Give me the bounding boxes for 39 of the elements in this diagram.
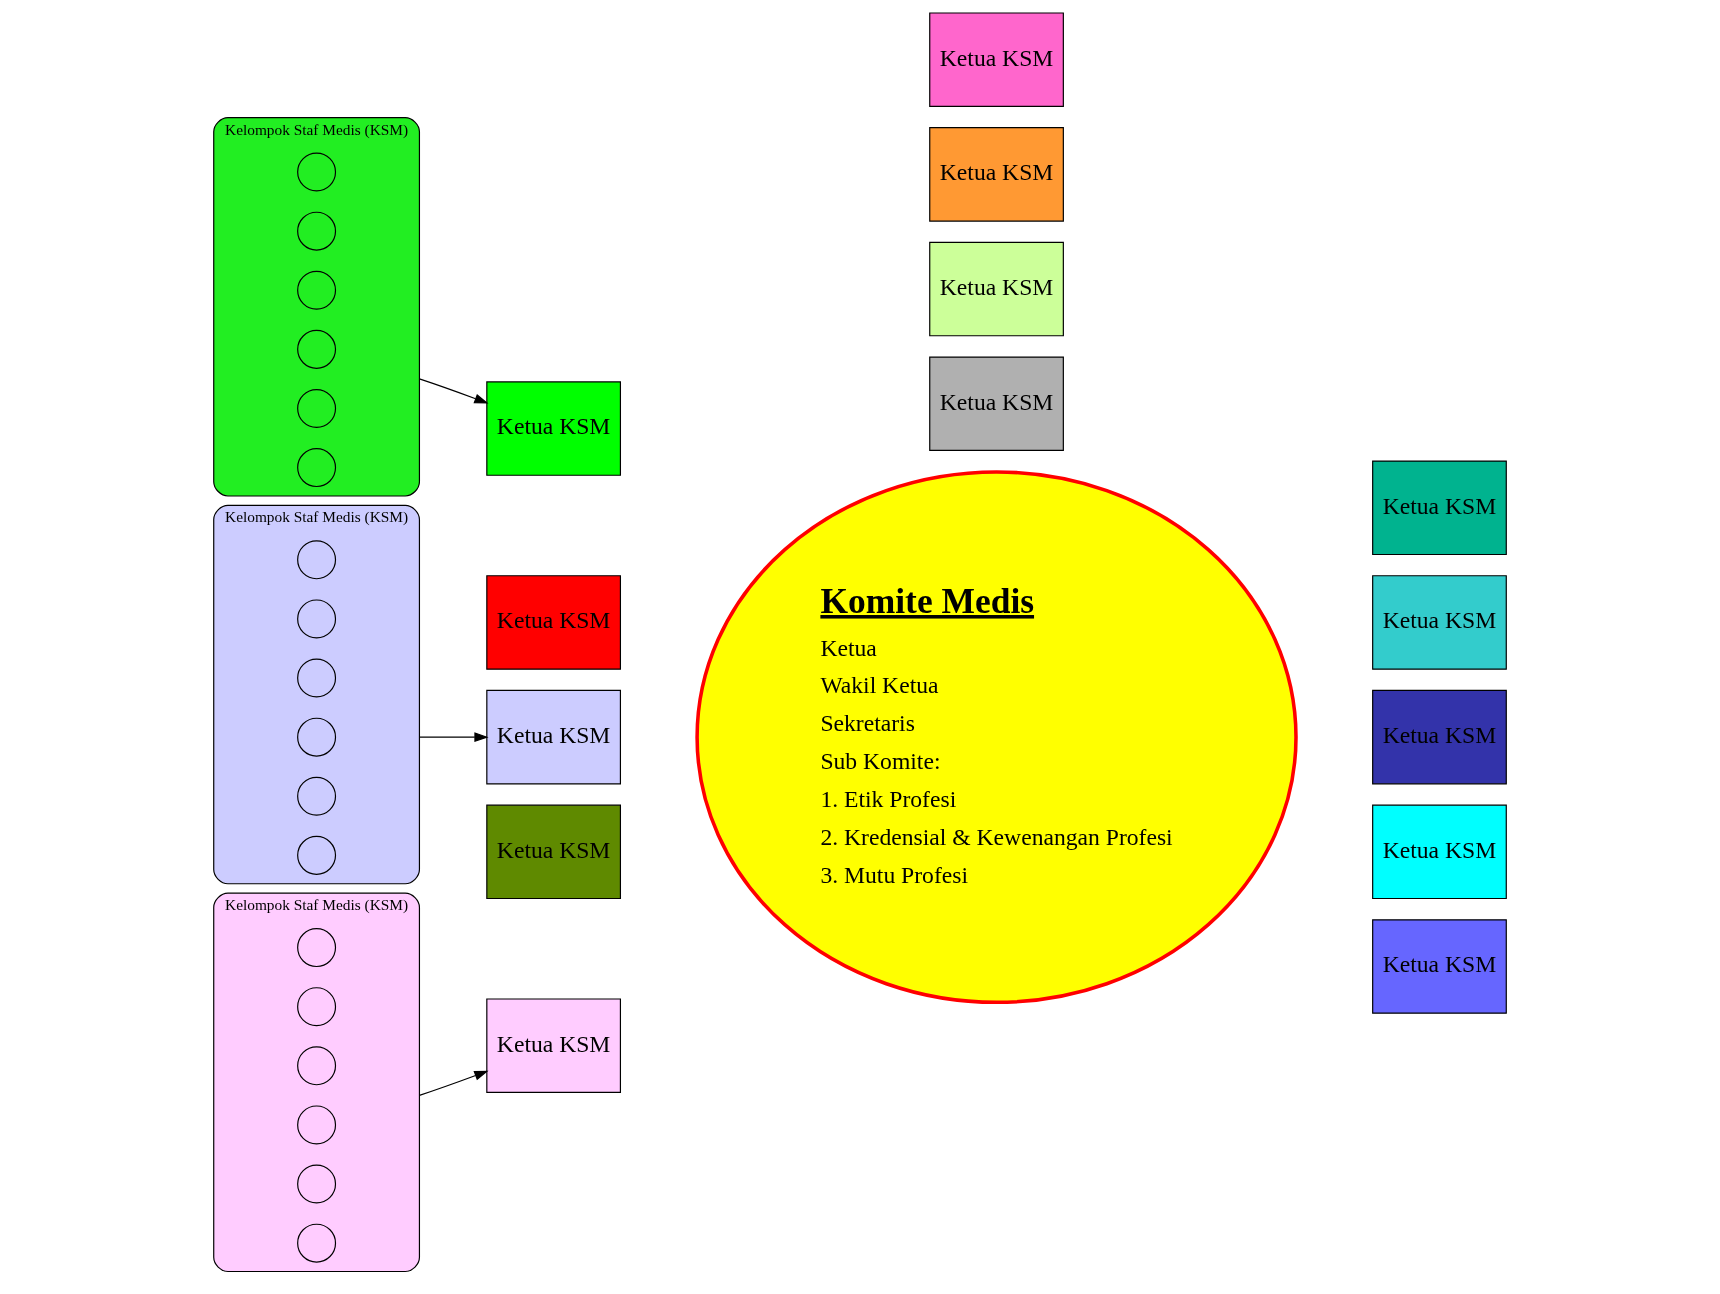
node-circle [297, 599, 337, 639]
node-circle [297, 329, 337, 369]
node-circle [297, 928, 337, 968]
node-box: Ketua KSM [486, 998, 621, 1093]
node-circle [297, 540, 337, 580]
node-box: Ketua KSM [486, 381, 621, 476]
node-circle [297, 448, 337, 488]
node-box: Ketua KSM [929, 127, 1064, 222]
node-box: Ketua KSM [486, 689, 621, 785]
node-circle [297, 270, 337, 310]
node-circle [297, 152, 337, 192]
node-circle [297, 1046, 337, 1086]
node-box: Ketua KSM [929, 241, 1064, 337]
arrow [418, 1070, 489, 1096]
node-box: Ketua KSM [1372, 689, 1507, 785]
arrow [418, 732, 489, 743]
arrow [418, 378, 489, 404]
node-box: Ketua KSM [929, 356, 1064, 452]
node-box: Ketua KSM [1372, 804, 1507, 900]
node-circle [297, 658, 337, 698]
node-circle [297, 211, 337, 251]
cluster: Kelompok Staf Medis (KSM) [213, 504, 421, 885]
node-circle [297, 1223, 337, 1263]
node-circle [297, 1105, 337, 1145]
node-box: Ketua KSM [486, 804, 621, 900]
node-circle [297, 987, 337, 1027]
node-circle [297, 717, 337, 757]
node-box: Ketua KSM [1372, 575, 1507, 670]
node-ellipse: Komite Medis Ketua Wakil Ketua Sekretaris Sub Komite: 1. Etik Profesi 2. Kredensial & Kewenangan Profesi 3. Mutu Profesi [695, 470, 1298, 1005]
node-circle [297, 835, 337, 875]
node-box: Ketua KSM [1372, 460, 1507, 556]
node-circle [297, 776, 337, 816]
cluster: Kelompok Staf Medis (KSM) [213, 892, 421, 1273]
cluster: Kelompok Staf Medis (KSM) [213, 117, 421, 497]
node-circle [297, 1164, 337, 1204]
node-box: Ketua KSM [1372, 919, 1507, 1014]
node-box: Ketua KSM [929, 12, 1064, 107]
node-box: Ketua KSM [486, 575, 621, 670]
node-circle [297, 389, 337, 428]
